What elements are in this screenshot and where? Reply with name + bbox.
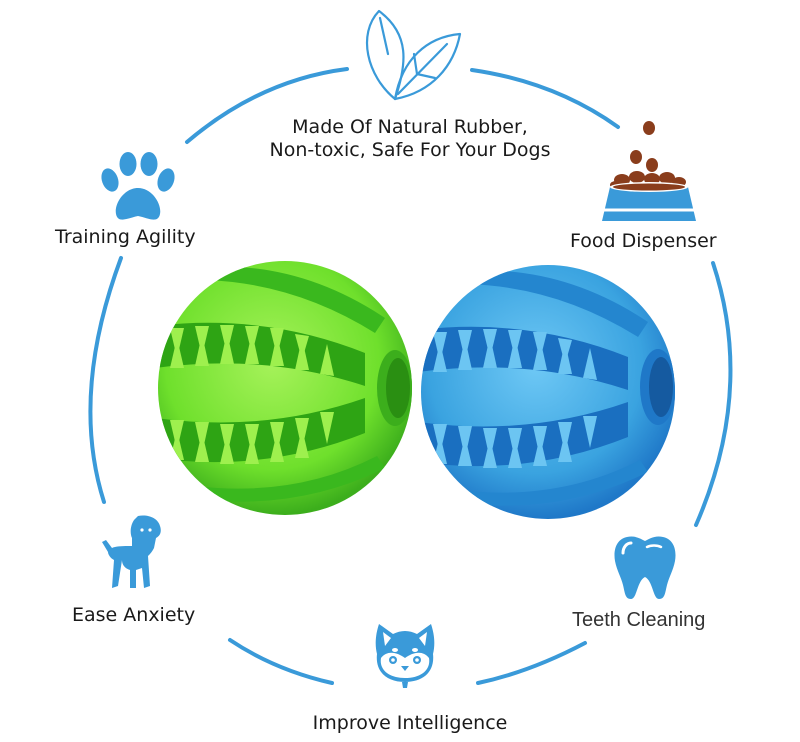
green-dental-ball (158, 261, 412, 515)
feature-food-dispenser-label: Food Dispenser (570, 230, 717, 252)
feature-training-agility-label: Training Agility (55, 226, 196, 248)
puppy-icon (102, 515, 161, 588)
shiba-dog-face-icon (375, 624, 435, 688)
feature-teeth-cleaning-label: Teeth Cleaning (572, 609, 706, 631)
feature-natural-rubber-label: Made Of Natural Rubber, Non-toxic, Safe … (250, 116, 570, 162)
blue-dental-ball (421, 265, 675, 519)
label-line-2: Non-toxic, Safe For Your Dogs (269, 138, 551, 161)
label-line-1: Made Of Natural Rubber, (292, 116, 528, 138)
food-bowl-icon (602, 121, 696, 221)
feature-ease-anxiety-label: Ease Anxiety (72, 604, 196, 626)
leaf-icon (365, 9, 462, 101)
feature-improve-intelligence-label: Improve Intelligence (312, 712, 508, 734)
tooth-icon (614, 536, 676, 599)
paw-icon (101, 152, 175, 220)
